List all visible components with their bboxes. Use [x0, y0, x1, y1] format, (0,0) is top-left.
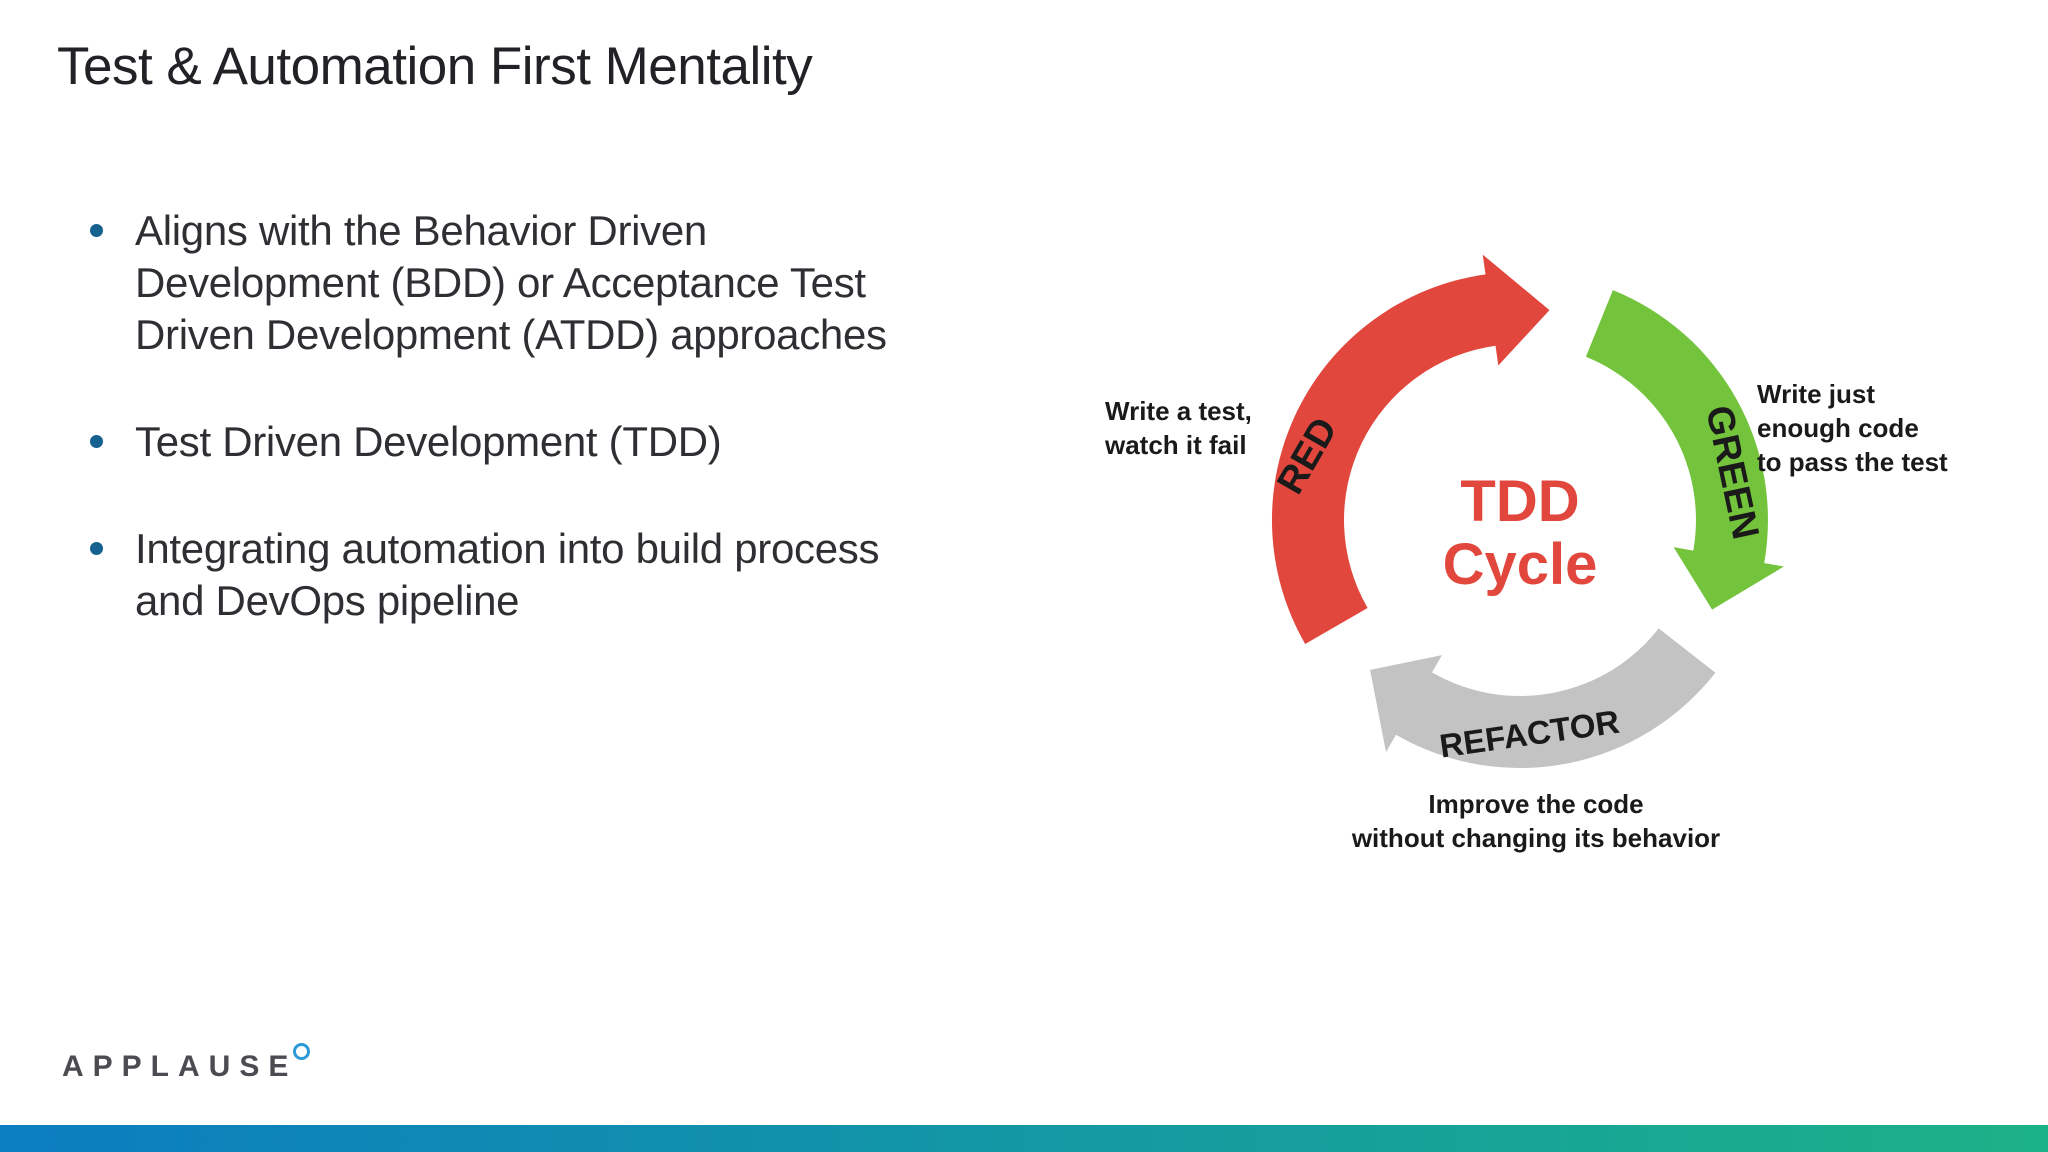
footer-accent-bar	[0, 1125, 2048, 1152]
refactor-arrow	[1370, 628, 1716, 769]
green-caption-line: enough code	[1757, 413, 1919, 443]
bullet-item: Integrating automation into build proces…	[90, 523, 910, 627]
bullet-dot	[90, 542, 103, 555]
bullet-text: Test Driven Development (TDD)	[135, 418, 722, 465]
bullet-text: Aligns with the Behavior Driven Developm…	[135, 207, 887, 358]
refactor-caption-line: Improve the code	[1428, 789, 1643, 819]
applause-logo-text: APPLAUSE	[62, 1050, 298, 1083]
bullet-dot	[90, 224, 103, 237]
applause-ring-icon	[293, 1043, 311, 1060]
tdd-center-line-1: TDD	[1460, 469, 1579, 534]
tdd-center-line-2: Cycle	[1443, 532, 1598, 597]
red-caption-line: watch it fail	[1104, 430, 1247, 460]
bullet-dot	[90, 435, 103, 448]
green-caption-line: Write just	[1757, 379, 1875, 409]
applause-logo: APPLAUSE	[62, 1043, 314, 1084]
tdd-cycle-diagram: RED GREEN REFACTOR TDD Cycle Write a tes…	[1104, 254, 1948, 853]
bullet-text: Integrating automation into build proces…	[135, 525, 880, 624]
slide-title: Test & Automation First Mentality	[57, 37, 813, 96]
green-caption-line: to pass the test	[1757, 447, 1948, 477]
red-caption-line: Write a test,	[1105, 396, 1252, 426]
bullet-item: Aligns with the Behavior Driven Developm…	[90, 205, 910, 361]
refactor-caption-line: without changing its behavior	[1351, 823, 1720, 853]
bullet-item: Test Driven Development (TDD)	[90, 416, 910, 468]
bullet-list: Aligns with the Behavior Driven Developm…	[90, 205, 910, 682]
green-arrow	[1585, 290, 1784, 610]
red-arrow	[1271, 254, 1550, 644]
